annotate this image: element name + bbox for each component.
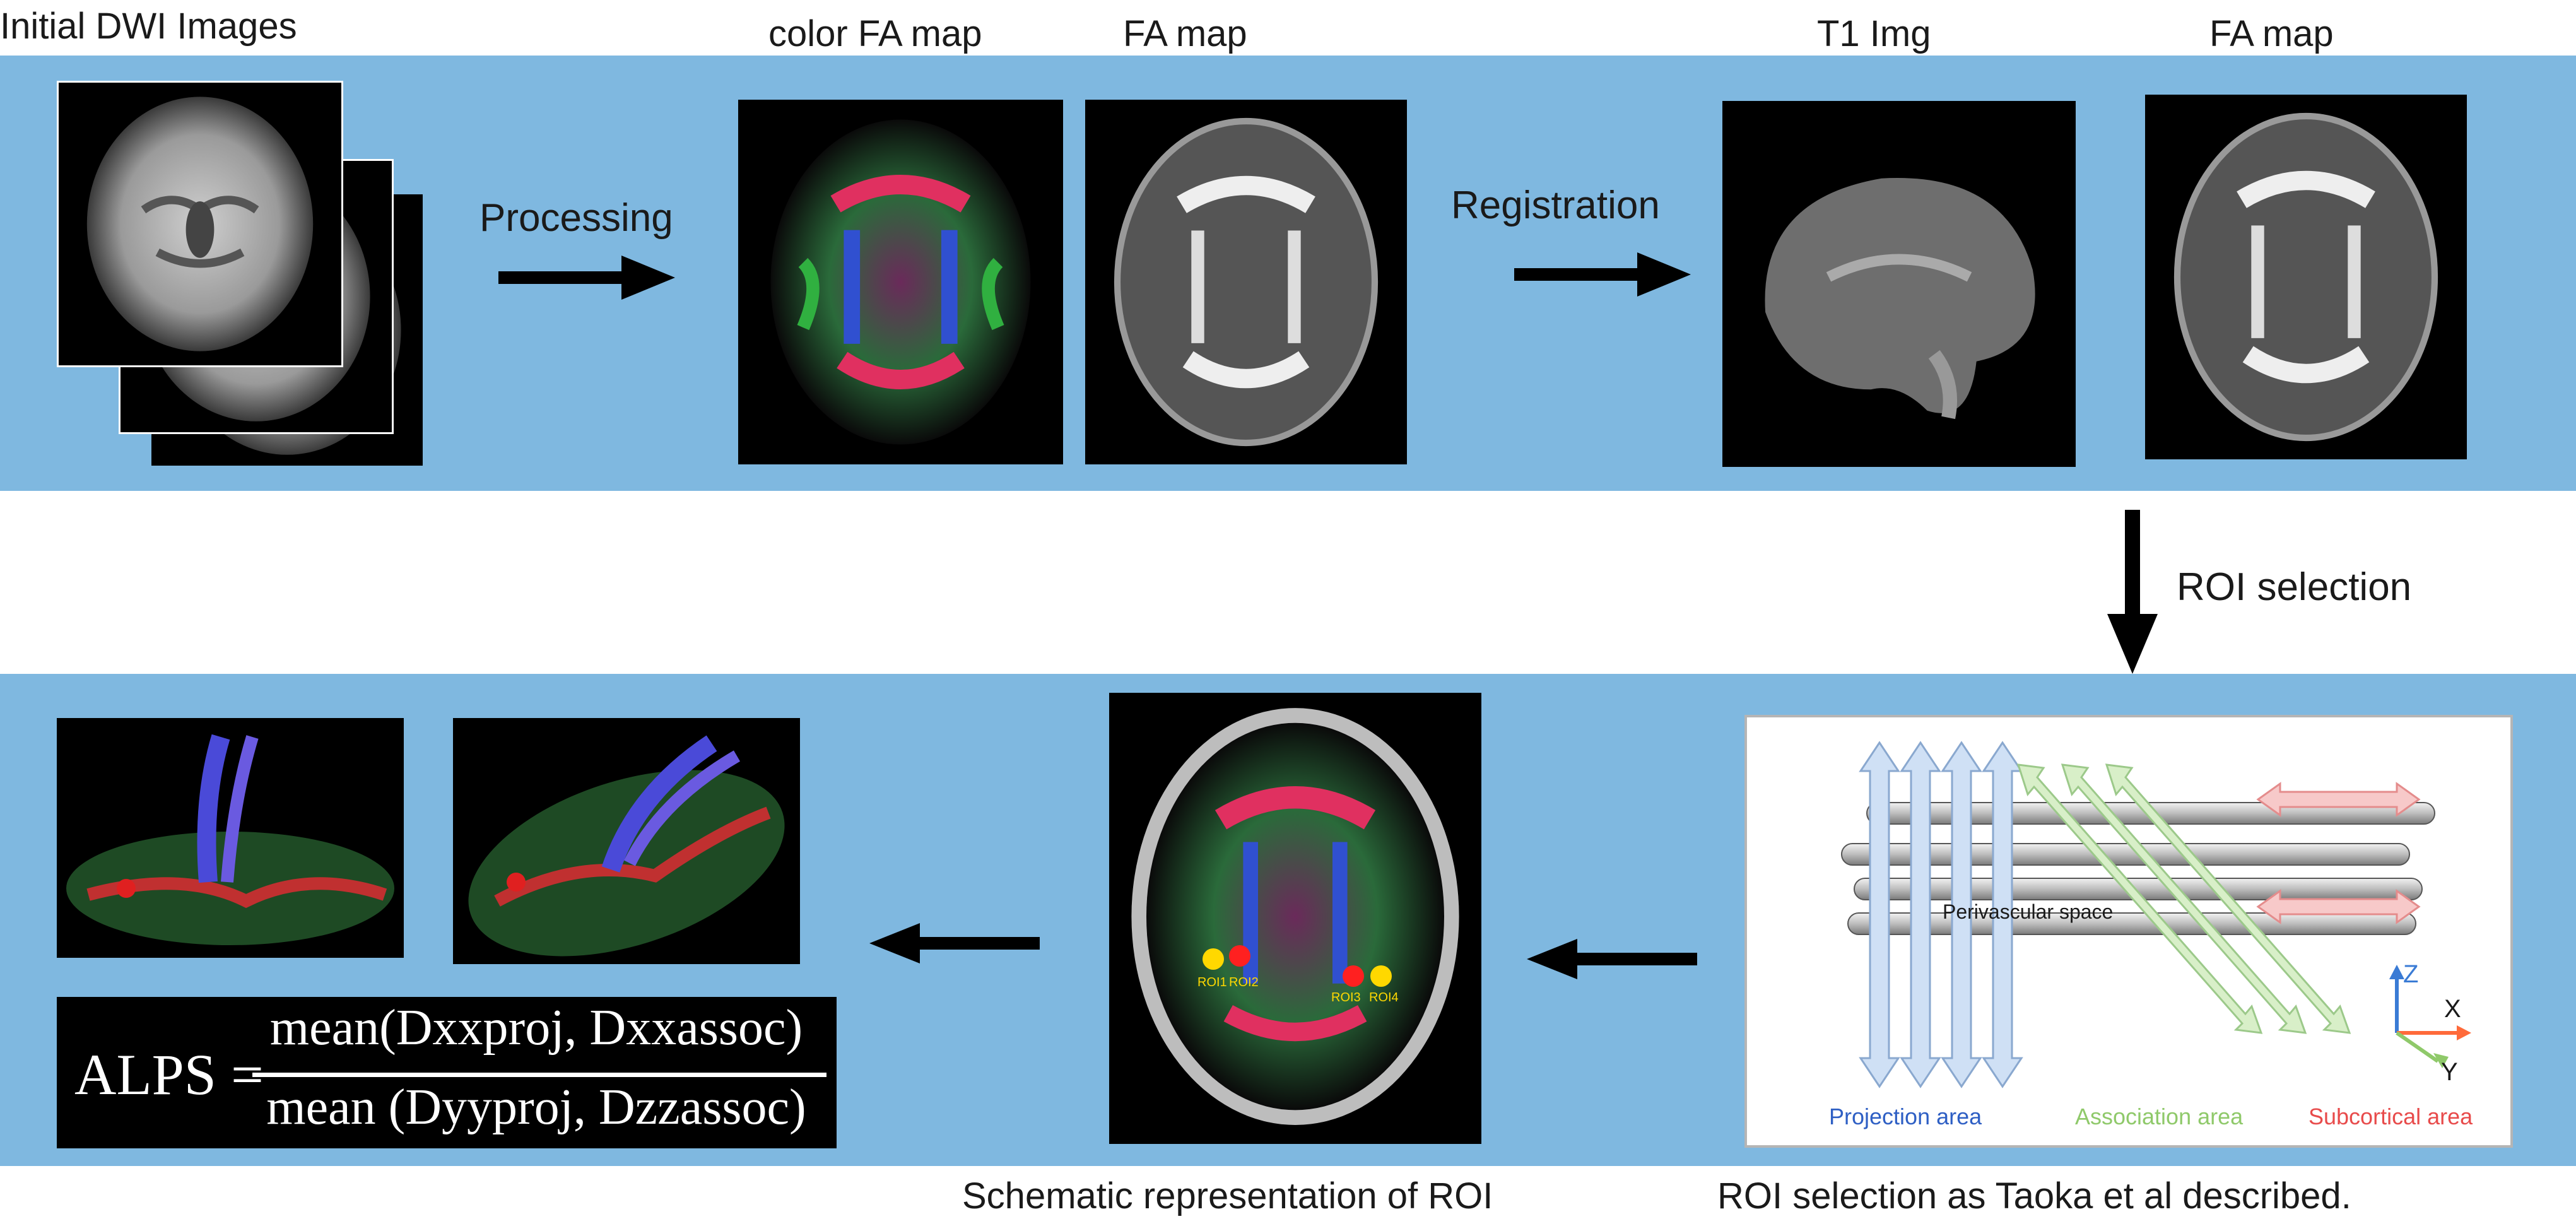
axis-indicator: [2389, 965, 2471, 1068]
roi4-marker: [1370, 965, 1392, 987]
dwi-image-front: [57, 81, 343, 367]
projection-arrows: [1859, 741, 2023, 1088]
tractography-image-1: [57, 718, 404, 958]
roi2-marker: [1229, 945, 1250, 967]
label-t1-img: T1 Img: [1817, 13, 1931, 54]
processing-arrow: [498, 256, 675, 300]
taoka-schematic: Perivascular space Z X Y Projection area…: [1744, 715, 2513, 1148]
fa-map-image-2: [2145, 95, 2467, 459]
legend-projection-area: Projection area: [1829, 1104, 1982, 1129]
association-arrows: [2016, 763, 2351, 1034]
formula-numerator: mean(Dxxproj, Dxxassoc): [269, 1000, 803, 1056]
roi4-label: ROI4: [1369, 991, 1399, 1004]
axis-z-label: Z: [2403, 960, 2419, 988]
roi2-label: ROI2: [1229, 975, 1259, 989]
roi3-label: ROI3: [1331, 991, 1361, 1004]
axis-y-label: Y: [2441, 1058, 2458, 1086]
caption-taoka: ROI selection as Taoka et al described.: [1717, 1175, 2351, 1216]
registration-arrow: [1514, 252, 1691, 297]
label-color-fa-map: color FA map: [768, 13, 982, 54]
fa-map-image-1: [1085, 100, 1407, 464]
label-initial-dwi: Initial DWI Images: [0, 6, 297, 47]
formula-denominator: mean (Dyyproj, Dzzassoc): [266, 1080, 806, 1135]
label-processing: Processing: [479, 196, 673, 240]
axis-x-label: X: [2444, 995, 2461, 1023]
subcortical-arrows: [2256, 782, 2421, 924]
t1-image: [1722, 101, 2076, 467]
legend-association-area: Association area: [2075, 1104, 2244, 1129]
roi3-marker: [1343, 965, 1364, 987]
alps-formula: ALPS = mean(Dxxproj, Dxxassoc) mean (Dyy…: [57, 997, 837, 1148]
roi-selection-arrow: [2107, 510, 2158, 674]
perivascular-label: Perivascular space: [1943, 900, 2114, 923]
arrow-to-schematic-roi: [1527, 939, 1697, 979]
label-roi-selection: ROI selection: [2177, 565, 2412, 609]
formula-fraction-bar: [252, 1073, 826, 1077]
color-fa-map-image: [738, 100, 1063, 464]
label-fa-map-2: FA map: [2209, 13, 2334, 54]
roi1-marker: [1203, 948, 1224, 970]
label-fa-map-1: FA map: [1123, 13, 1247, 54]
label-registration: Registration: [1451, 184, 1660, 227]
roi1-label: ROI1: [1197, 975, 1227, 989]
formula-lhs: ALPS =: [74, 1042, 264, 1107]
legend-subcortical-area: Subcortical area: [2308, 1104, 2473, 1129]
caption-schematic-roi: Schematic representation of ROI: [962, 1175, 1493, 1216]
tractography-image-2: [453, 718, 800, 964]
roi-brain-image: ROI1 ROI2 ROI3 ROI4: [1109, 693, 1481, 1144]
arrow-to-tractography: [869, 923, 1040, 963]
